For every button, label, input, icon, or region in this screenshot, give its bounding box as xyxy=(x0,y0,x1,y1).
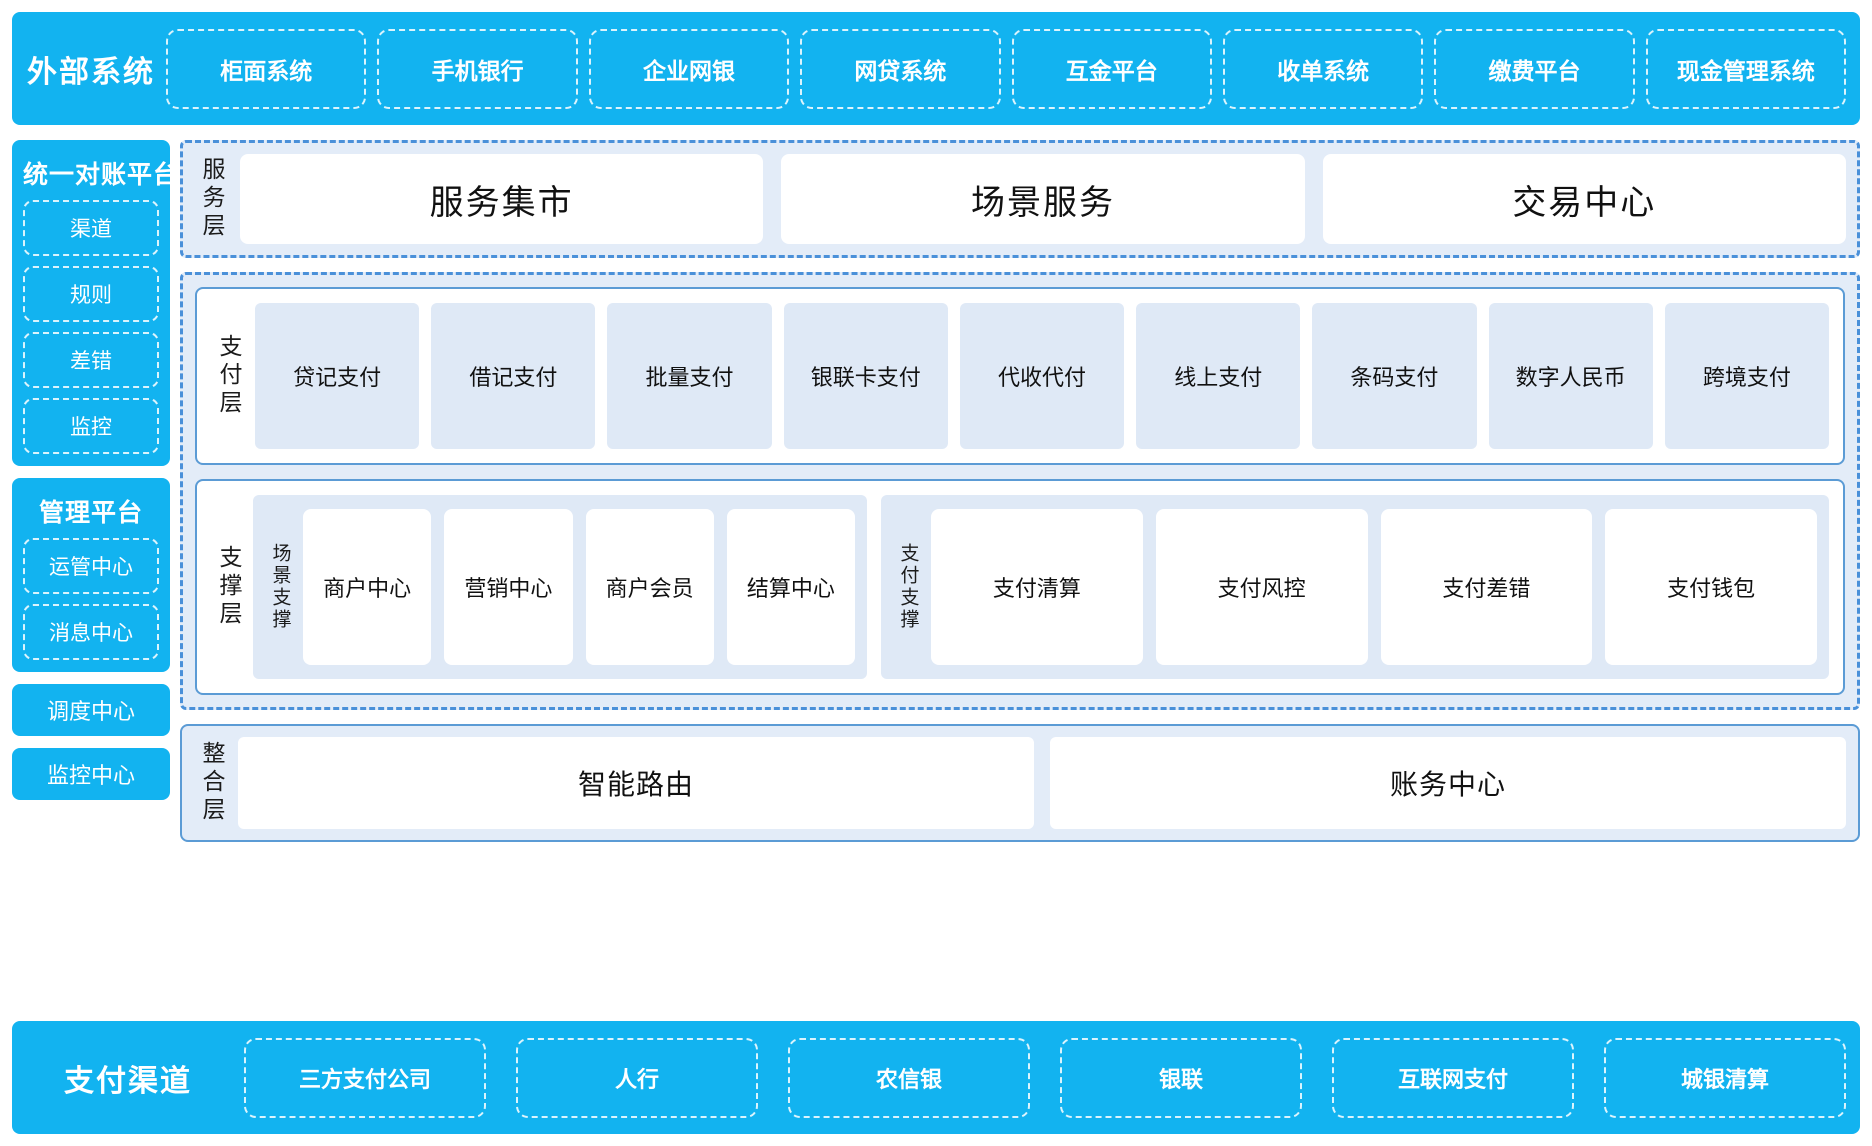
integration-layer-cards: 智能路由 账务中心 xyxy=(230,737,1846,829)
payment-support-label: 支付支撑 xyxy=(897,543,919,631)
payment-channel-item[interactable]: 银联 xyxy=(1060,1037,1302,1118)
service-layer-cards: 服务集市 场景服务 交易中心 xyxy=(230,154,1846,244)
payment-card-cross-border[interactable]: 跨境支付 xyxy=(1664,303,1829,449)
left-rail: 统一对账平台 渠道 规则 差错 监控 管理平台 运管中心 消息中心 调度中心 监… xyxy=(12,140,180,812)
payment-channels-title: 支付渠道 xyxy=(64,1064,192,1098)
integration-card-accounting-center[interactable]: 账务中心 xyxy=(1050,737,1846,829)
external-system-item[interactable]: 手机银行 xyxy=(377,28,578,109)
external-system-item[interactable]: 企业网银 xyxy=(588,28,790,109)
service-card-transaction[interactable]: 交易中心 xyxy=(1322,154,1846,244)
payment-support-cards: 支付清算 支付风控 支付差错 支付钱包 xyxy=(923,509,1817,665)
management-item-operations-center[interactable]: 运管中心 xyxy=(23,538,159,594)
scene-support-cards: 商户中心 营销中心 商户会员 结算中心 xyxy=(295,509,855,665)
external-system-item[interactable]: 网贷系统 xyxy=(800,28,1001,109)
reconciliation-item-monitor[interactable]: 监控 xyxy=(23,398,159,454)
service-card-market[interactable]: 服务集市 xyxy=(240,154,764,244)
payment-card-digital-rmb[interactable]: 数字人民币 xyxy=(1488,303,1653,449)
support-card-payment-risk[interactable]: 支付风控 xyxy=(1155,509,1368,665)
reconciliation-item-rule[interactable]: 规则 xyxy=(23,266,159,322)
integration-layer-label: 整合层 xyxy=(199,741,225,825)
reconciliation-item-error[interactable]: 差错 xyxy=(23,332,159,388)
support-card-marketing-center[interactable]: 营销中心 xyxy=(444,509,573,665)
payment-card-online[interactable]: 线上支付 xyxy=(1136,303,1301,449)
management-platform-title: 管理平台 xyxy=(38,499,143,527)
payment-card-debit[interactable]: 借记支付 xyxy=(431,303,596,449)
support-card-payment-error[interactable]: 支付差错 xyxy=(1380,509,1593,665)
support-layer-label: 支撑层 xyxy=(216,545,242,629)
support-card-payment-wallet[interactable]: 支付钱包 xyxy=(1605,509,1817,665)
reconciliation-platform-title: 统一对账平台 xyxy=(23,161,180,189)
external-systems-bar: 外部系统 柜面系统 手机银行 企业网银 网贷系统 互金平台 收单系统 缴费平台 … xyxy=(12,12,1860,125)
payment-card-unionpay[interactable]: 银联卡支付 xyxy=(783,303,948,449)
platform-layers: 服务层 服务集市 场景服务 交易中心 支付层 贷记支付 借记支付 批量支付 xyxy=(180,140,1860,842)
payment-layer-cards: 贷记支付 借记支付 批量支付 银联卡支付 代收代付 线上支付 条码支付 数字人民… xyxy=(247,303,1829,449)
payment-channel-item[interactable]: 三方支付公司 xyxy=(244,1037,486,1118)
payment-channels-bar: 支付渠道 三方支付公司 人行 农信银 银联 互联网支付 城银清算 xyxy=(12,1021,1860,1134)
payment-layer-label: 支付层 xyxy=(216,334,242,418)
external-system-item[interactable]: 互金平台 xyxy=(1011,28,1212,109)
payment-support-group: 支付支撑 支付清算 支付风控 支付差错 支付钱包 xyxy=(881,495,1829,679)
payment-layer-box: 支付层 贷记支付 借记支付 批量支付 银联卡支付 代收代付 线上支付 条码支付 … xyxy=(195,287,1845,465)
management-item-message-center[interactable]: 消息中心 xyxy=(23,604,159,660)
payment-channel-item[interactable]: 农信银 xyxy=(788,1037,1030,1118)
integration-card-smart-routing[interactable]: 智能路由 xyxy=(238,737,1034,829)
integration-layer-box: 整合层 智能路由 账务中心 xyxy=(180,724,1860,842)
payment-card-batch[interactable]: 批量支付 xyxy=(607,303,772,449)
external-system-item[interactable]: 缴费平台 xyxy=(1434,28,1635,109)
support-layer-box: 支撑层 场景支撑 商户中心 营销中心 商户会员 结算中心 xyxy=(195,479,1845,695)
payment-channels-list: 三方支付公司 人行 农信银 银联 互联网支付 城银清算 xyxy=(244,1037,1846,1118)
unified-reconciliation-platform: 统一对账平台 渠道 规则 差错 监控 xyxy=(12,140,180,466)
payment-card-collection[interactable]: 代收代付 xyxy=(959,303,1125,449)
monitoring-center[interactable]: 监控中心 xyxy=(12,748,170,800)
support-card-settlement-center[interactable]: 结算中心 xyxy=(726,509,855,665)
service-layer-panel: 服务层 服务集市 场景服务 交易中心 xyxy=(180,140,1860,258)
support-card-payment-clearing[interactable]: 支付清算 xyxy=(931,509,1143,665)
external-system-item[interactable]: 收单系统 xyxy=(1222,28,1424,109)
scene-support-label: 场景支撑 xyxy=(269,543,291,631)
payment-channel-item[interactable]: 城银清算 xyxy=(1604,1037,1846,1118)
external-system-item[interactable]: 现金管理系统 xyxy=(1645,28,1846,109)
core-layers-panel: 支付层 贷记支付 借记支付 批量支付 银联卡支付 代收代付 线上支付 条码支付 … xyxy=(180,272,1860,710)
reconciliation-item-channel[interactable]: 渠道 xyxy=(23,200,159,256)
payment-channel-item[interactable]: 互联网支付 xyxy=(1332,1037,1574,1118)
payment-card-credit[interactable]: 贷记支付 xyxy=(255,303,420,449)
external-systems-title: 外部系统 xyxy=(27,55,155,89)
support-layer-groups: 场景支撑 商户中心 营销中心 商户会员 结算中心 支付支撑 支付清算 xyxy=(247,495,1829,679)
support-card-merchant-center[interactable]: 商户中心 xyxy=(303,509,432,665)
payment-channel-item[interactable]: 人行 xyxy=(516,1037,758,1118)
scene-support-group: 场景支撑 商户中心 营销中心 商户会员 结算中心 xyxy=(253,495,867,679)
service-layer-label: 服务层 xyxy=(199,157,225,241)
scheduling-center[interactable]: 调度中心 xyxy=(12,684,170,736)
external-system-item[interactable]: 柜面系统 xyxy=(166,28,367,109)
payment-card-barcode[interactable]: 条码支付 xyxy=(1312,303,1477,449)
external-systems-list: 柜面系统 手机银行 企业网银 网贷系统 互金平台 收单系统 缴费平台 现金管理系… xyxy=(166,28,1846,109)
support-card-merchant-member[interactable]: 商户会员 xyxy=(585,509,714,665)
service-card-scenario[interactable]: 场景服务 xyxy=(781,154,1305,244)
management-platform: 管理平台 运管中心 消息中心 xyxy=(12,478,170,672)
